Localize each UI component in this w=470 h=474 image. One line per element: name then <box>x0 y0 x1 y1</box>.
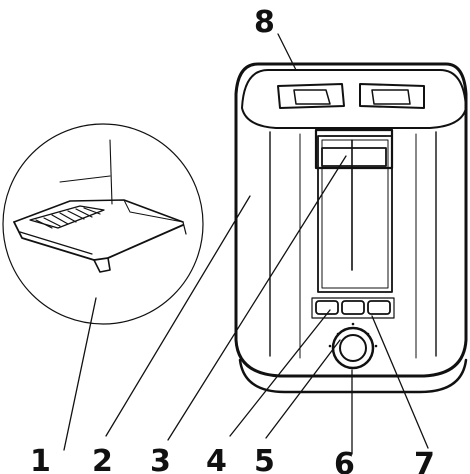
crumb-tray-detail <box>2 123 204 325</box>
leader-line-1 <box>63 297 97 451</box>
callout-3: 3 <box>150 444 171 474</box>
lever-track <box>317 135 393 293</box>
leader-lines <box>63 33 429 455</box>
crumb-tray-drawing <box>13 139 187 273</box>
lever-handle <box>314 128 394 170</box>
button-left <box>315 300 339 315</box>
control-buttons <box>311 297 395 319</box>
callout-6: 6 <box>334 447 355 474</box>
bread-slot-right <box>359 83 425 109</box>
button-center <box>341 300 365 315</box>
callout-1: 1 <box>30 444 51 474</box>
detail-circle <box>2 123 204 325</box>
callout-8: 8 <box>254 5 275 40</box>
toaster <box>234 62 468 394</box>
bread-slot-left <box>277 83 345 109</box>
browning-knob <box>328 322 378 370</box>
leader-line-5 <box>265 339 341 439</box>
callout-4: 4 <box>206 444 227 474</box>
callout-7: 7 <box>414 447 435 474</box>
callout-2: 2 <box>92 444 113 474</box>
leader-line-3 <box>167 155 347 441</box>
top-band <box>241 69 467 129</box>
leader-line-2 <box>105 195 251 437</box>
callout-numbers: 1 2 3 4 5 6 7 8 <box>30 5 435 474</box>
leader-line-7 <box>371 315 429 449</box>
button-right <box>367 300 391 315</box>
callout-5: 5 <box>254 444 275 474</box>
toaster-body <box>234 62 468 378</box>
leader-line-4 <box>229 309 331 437</box>
leader-line-8 <box>277 33 297 71</box>
